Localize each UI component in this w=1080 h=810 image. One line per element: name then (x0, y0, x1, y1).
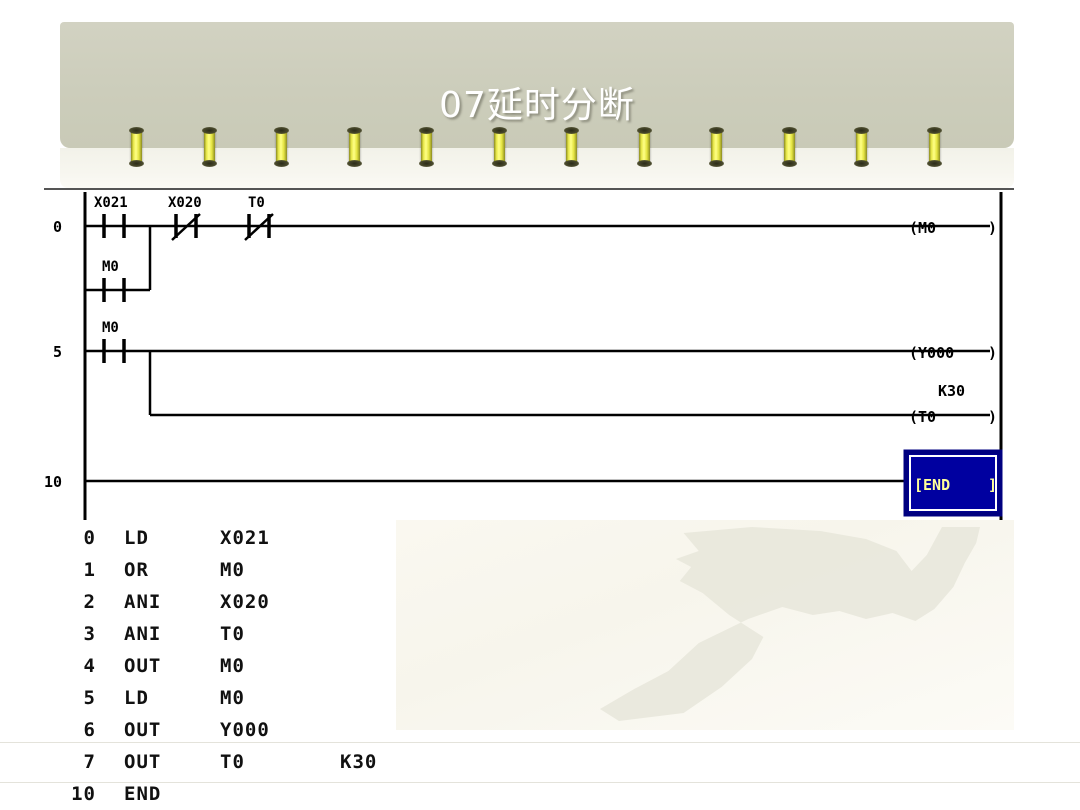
instruction-row[interactable]: 7 OUT T0 K30 (52, 746, 472, 778)
contact-x021[interactable] (102, 214, 126, 238)
binder-ring (274, 127, 289, 167)
contact-m0-branch[interactable] (102, 278, 126, 302)
svg-text:(M0: (M0 (909, 219, 936, 237)
instruction-row[interactable]: 10 END (52, 778, 472, 810)
instruction-operand: T0 (220, 623, 245, 645)
step-number-5: 5 (53, 343, 62, 361)
binder-ring (854, 127, 869, 167)
instruction-step: 4 (83, 655, 96, 677)
coil-m0[interactable]: (M0 ) (909, 219, 997, 237)
instruction-operand: M0 (220, 687, 245, 709)
binder-ring (129, 127, 144, 167)
end-block[interactable]: [END ] (903, 449, 1003, 517)
instruction-step: 6 (83, 719, 96, 741)
instruction-step: 2 (83, 591, 96, 613)
binder-ring (491, 127, 507, 167)
instruction-row[interactable]: 2 ANI X020 (52, 586, 472, 618)
instruction-step: 10 (71, 783, 96, 805)
step-number-10: 10 (44, 473, 62, 491)
svg-text:(T0: (T0 (909, 408, 936, 426)
contact-x020[interactable] (171, 213, 201, 241)
svg-text:): ) (988, 408, 997, 426)
instruction-operand: M0 (220, 559, 245, 581)
svg-text:): ) (988, 219, 997, 237)
instruction-operand-2: K30 (340, 751, 378, 773)
ladder-canvas[interactable]: (M0 ) (Y000 ) K30 (T0 ) [END ] X021 X020… (0, 188, 1014, 520)
instruction-opcode: ANI (124, 623, 162, 645)
coil-y000[interactable]: (Y000 ) (909, 344, 997, 362)
binder-ring (201, 127, 217, 167)
instruction-operand: M0 (220, 655, 245, 677)
label-contact-t0: T0 (248, 195, 265, 211)
slide-title: 07延时分断 (439, 85, 635, 126)
instruction-row[interactable]: 3 ANI T0 (52, 618, 472, 650)
step-number-0: 0 (53, 218, 62, 236)
svg-text:]: ] (988, 476, 997, 494)
instruction-row[interactable]: 4 OUT M0 (52, 650, 472, 682)
header-band (60, 22, 1014, 148)
instruction-opcode: OUT (124, 751, 162, 773)
instruction-row[interactable]: 6 OUT Y000 (52, 714, 472, 746)
coil-t0[interactable]: K30 (T0 ) (909, 382, 997, 426)
svg-text:): ) (988, 344, 997, 362)
header-band-lower (60, 148, 1014, 188)
label-contact-x020: X020 (168, 195, 202, 211)
binder-ring (781, 127, 797, 167)
instruction-opcode: OR (124, 559, 149, 581)
instruction-step: 5 (83, 687, 96, 709)
binder-ring (564, 127, 579, 167)
svg-text:(Y000: (Y000 (909, 344, 954, 362)
instruction-operand: X021 (220, 527, 270, 549)
svg-text:[END: [END (914, 476, 950, 494)
label-contact-m0-rung5: M0 (102, 320, 119, 336)
label-contact-x021: X021 (94, 195, 128, 211)
contact-m0-rung5[interactable] (102, 339, 126, 363)
instruction-step: 0 (83, 527, 96, 549)
instruction-row[interactable]: 0 LD X021 (52, 522, 472, 554)
svg-text:K30: K30 (938, 382, 965, 400)
instruction-opcode: END (124, 783, 162, 805)
instruction-opcode: LD (124, 687, 149, 709)
instruction-operand: Y000 (220, 719, 270, 741)
instruction-operand: T0 (220, 751, 245, 773)
ladder-top-border (44, 188, 1014, 190)
instruction-opcode: OUT (124, 655, 162, 677)
divider-lower (0, 782, 1080, 783)
instruction-opcode: OUT (124, 719, 162, 741)
instruction-operand: X020 (220, 591, 270, 613)
instruction-row[interactable]: 5 LD M0 (52, 682, 472, 714)
instruction-step: 7 (83, 751, 96, 773)
divider-upper (0, 742, 1080, 743)
instruction-step: 3 (83, 623, 96, 645)
ladder-diagram-panel[interactable]: (M0 ) (Y000 ) K30 (T0 ) [END ] X021 X020… (0, 188, 1014, 520)
instruction-opcode: ANI (124, 591, 162, 613)
contact-t0[interactable] (244, 213, 274, 241)
instruction-row[interactable]: 1 OR M0 (52, 554, 472, 586)
instruction-opcode: LD (124, 527, 149, 549)
label-contact-m0-branch: M0 (102, 259, 119, 275)
binder-ring (346, 127, 362, 167)
binder-ring (709, 127, 724, 167)
binder-ring (926, 127, 942, 167)
binder-ring (636, 127, 652, 167)
instruction-step: 1 (83, 559, 96, 581)
binder-ring (419, 127, 434, 167)
